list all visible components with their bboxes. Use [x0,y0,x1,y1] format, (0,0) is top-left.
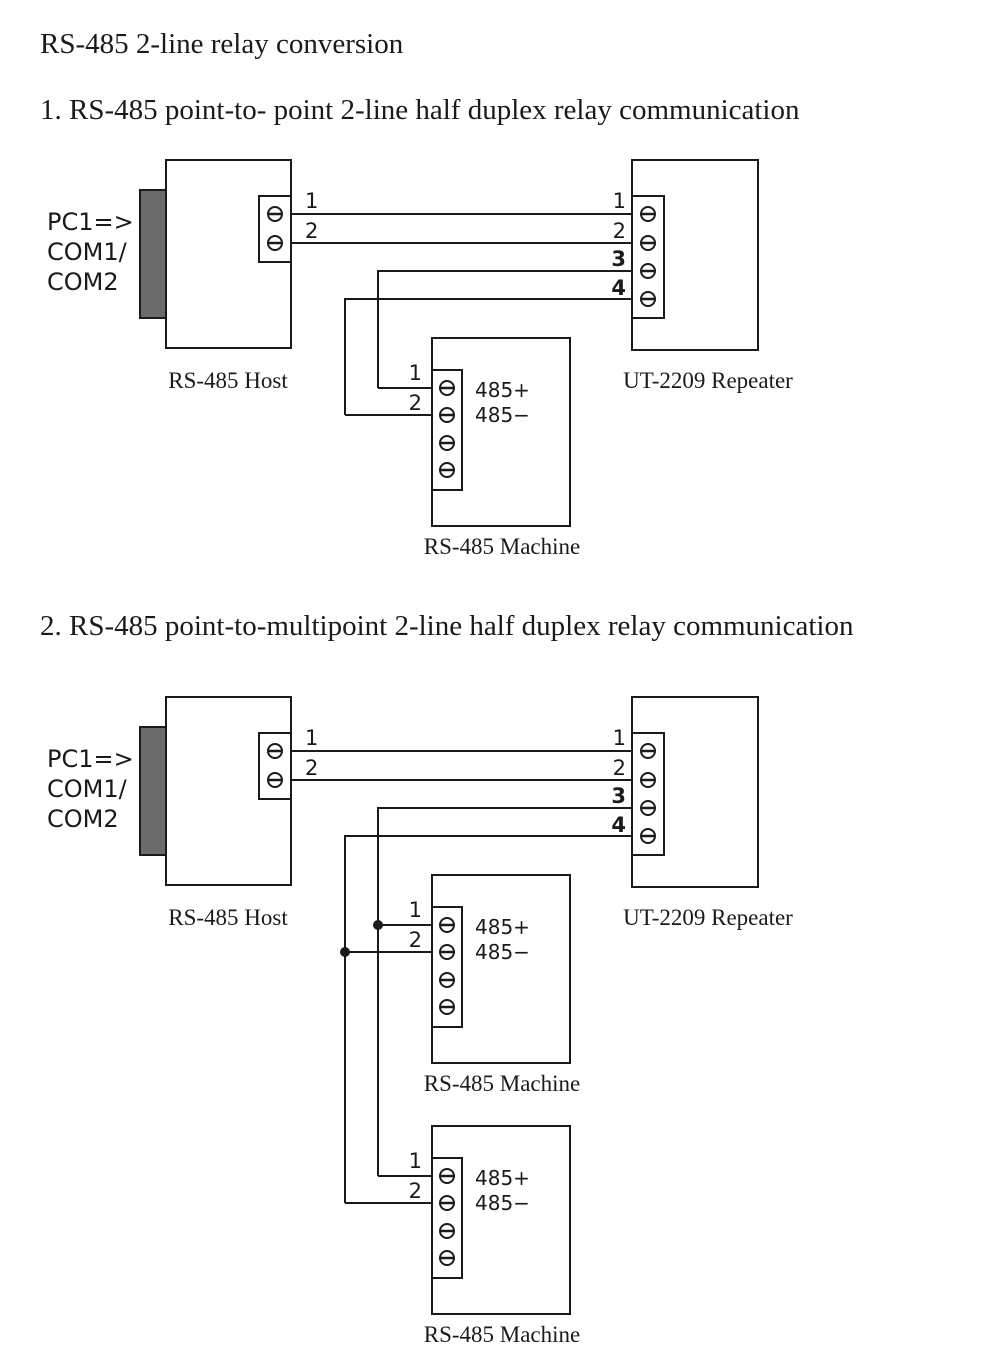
screw-terminal-icon [439,1223,455,1239]
machine-pin-label: 2 [409,391,422,415]
machine-pin-label: 2 [409,928,422,952]
pc-com-label: COM1/ [47,775,128,803]
repeater-label: UT-2209 Repeater [623,905,793,930]
pc-com-label: PC1=> [47,745,134,773]
machine-signal-label: 485− [475,1191,530,1215]
rs485-host: RS-485 Host [139,159,292,393]
machine-signal-label: 485+ [475,378,530,402]
machine-label: RS-485 Machine [424,1071,581,1096]
screw-terminal-icon [640,206,656,222]
screw-terminal-icon [640,828,656,844]
repeater-pin-label: 1 [613,726,626,750]
repeater-pin-label: 4 [611,276,626,300]
screw-terminal-icon [267,206,283,222]
screw-terminal-icon [439,435,455,451]
host-pin-label: 1 [305,726,318,750]
section-1-heading: 1. RS-485 point-to- point 2-line half du… [40,94,800,126]
junction-dot [340,947,350,957]
screw-terminal-icon [439,1195,455,1211]
junction-dot [373,920,383,930]
machine-label: RS-485 Machine [424,1322,581,1347]
repeater-pin-label: 2 [613,756,626,780]
screw-terminal-icon [640,263,656,279]
machine-pin-label: 1 [409,361,422,385]
rs485-machine: 1 2 485+485− RS-485 Machine [345,1125,581,1347]
screw-terminal-icon [439,972,455,988]
repeater-pin-label: 4 [611,813,626,837]
screw-terminal-icon [439,1168,455,1184]
screw-terminal-icon [640,800,656,816]
screw-terminal-icon [267,772,283,788]
ut2209-repeater: UT-2209 Repeater [623,696,793,930]
db9-port-icon [139,726,167,856]
rs485-machine: 1 2 485+485− RS-485 Machine [340,874,581,1096]
screw-terminal-icon [640,743,656,759]
repeater-pin-label: 3 [611,784,626,808]
machine-pin-label: 2 [409,1179,422,1203]
screw-terminal-icon [439,944,455,960]
machine-label: RS-485 Machine [424,534,581,559]
machine-signal-label: 485− [475,940,530,964]
screw-terminal-icon [439,462,455,478]
host-pin-label: 2 [305,219,318,243]
machine-signal-label: 485− [475,403,530,427]
rs485-machine: 1 2 485+485− RS-485 Machine [345,337,581,559]
host-label: RS-485 Host [168,905,288,930]
rs485-host: RS-485 Host [139,696,292,930]
pc-com-label: PC1=> [47,208,134,236]
host-pin-label: 2 [305,756,318,780]
screw-terminal-icon [439,999,455,1015]
host-pin-label: 1 [305,189,318,213]
host-terminal-block [258,732,292,800]
host-label: RS-485 Host [168,368,288,393]
repeater-pin-label: 1 [613,189,626,213]
repeater-pin-label: 2 [613,219,626,243]
wire-4-bus [344,298,632,415]
machine-pin-label: 1 [409,898,422,922]
screw-terminal-icon [640,291,656,307]
wire-4-bus [344,835,632,1203]
pc-com-label: COM2 [47,268,119,296]
machine-signal-label: 485+ [475,915,530,939]
screw-terminal-icon [267,743,283,759]
wire-3-bus [377,270,632,388]
screw-terminal-icon [439,917,455,933]
db9-port-icon [139,189,167,319]
ut2209-repeater: UT-2209 Repeater [623,159,793,393]
pc-com-label: COM1/ [47,238,128,266]
repeater-pin-label: 3 [611,247,626,271]
document-title: RS-485 2-line relay conversion [40,28,404,60]
wire-3-bus [377,807,632,1176]
screw-terminal-icon [439,380,455,396]
pc-com-label: COM2 [47,805,119,833]
machine-signal-label: 485+ [475,1166,530,1190]
machine-pin-label: 1 [409,1149,422,1173]
section-2-heading: 2. RS-485 point-to-multipoint 2-line hal… [40,610,854,642]
screw-terminal-icon [267,235,283,251]
screw-terminal-icon [640,235,656,251]
screw-terminal-icon [439,407,455,423]
repeater-label: UT-2209 Repeater [623,368,793,393]
screw-terminal-icon [439,1250,455,1266]
screw-terminal-icon [640,772,656,788]
host-terminal-block [258,195,292,263]
